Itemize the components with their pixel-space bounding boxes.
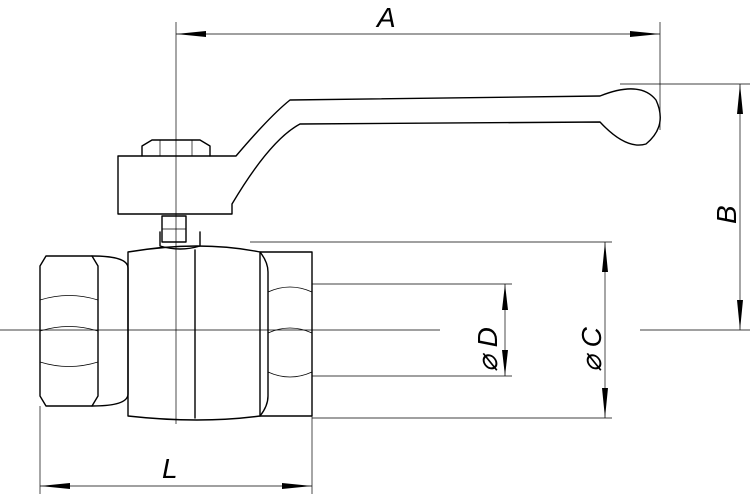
dimension-b-label: B bbox=[711, 205, 742, 224]
lever-handle bbox=[117, 88, 661, 215]
valve-body bbox=[39, 215, 313, 421]
dimension-c-label: ⌀ C bbox=[576, 326, 607, 372]
bore-lines bbox=[250, 241, 612, 419]
dimension-b: B bbox=[620, 83, 750, 330]
dimension-d: ⌀ D bbox=[472, 284, 508, 376]
right-hex-nut bbox=[259, 251, 313, 417]
center-lines bbox=[0, 22, 750, 424]
dimension-d-label: ⌀ D bbox=[472, 327, 503, 372]
dimension-a-label: A bbox=[375, 2, 396, 33]
main-body bbox=[127, 245, 261, 421]
dimension-l: L bbox=[39, 406, 313, 494]
valve-stem bbox=[159, 215, 201, 250]
left-hex-nut bbox=[39, 255, 129, 407]
dimension-l-label: L bbox=[162, 453, 178, 484]
dimension-c: ⌀ C bbox=[576, 242, 608, 418]
dimension-a: A bbox=[176, 2, 661, 130]
